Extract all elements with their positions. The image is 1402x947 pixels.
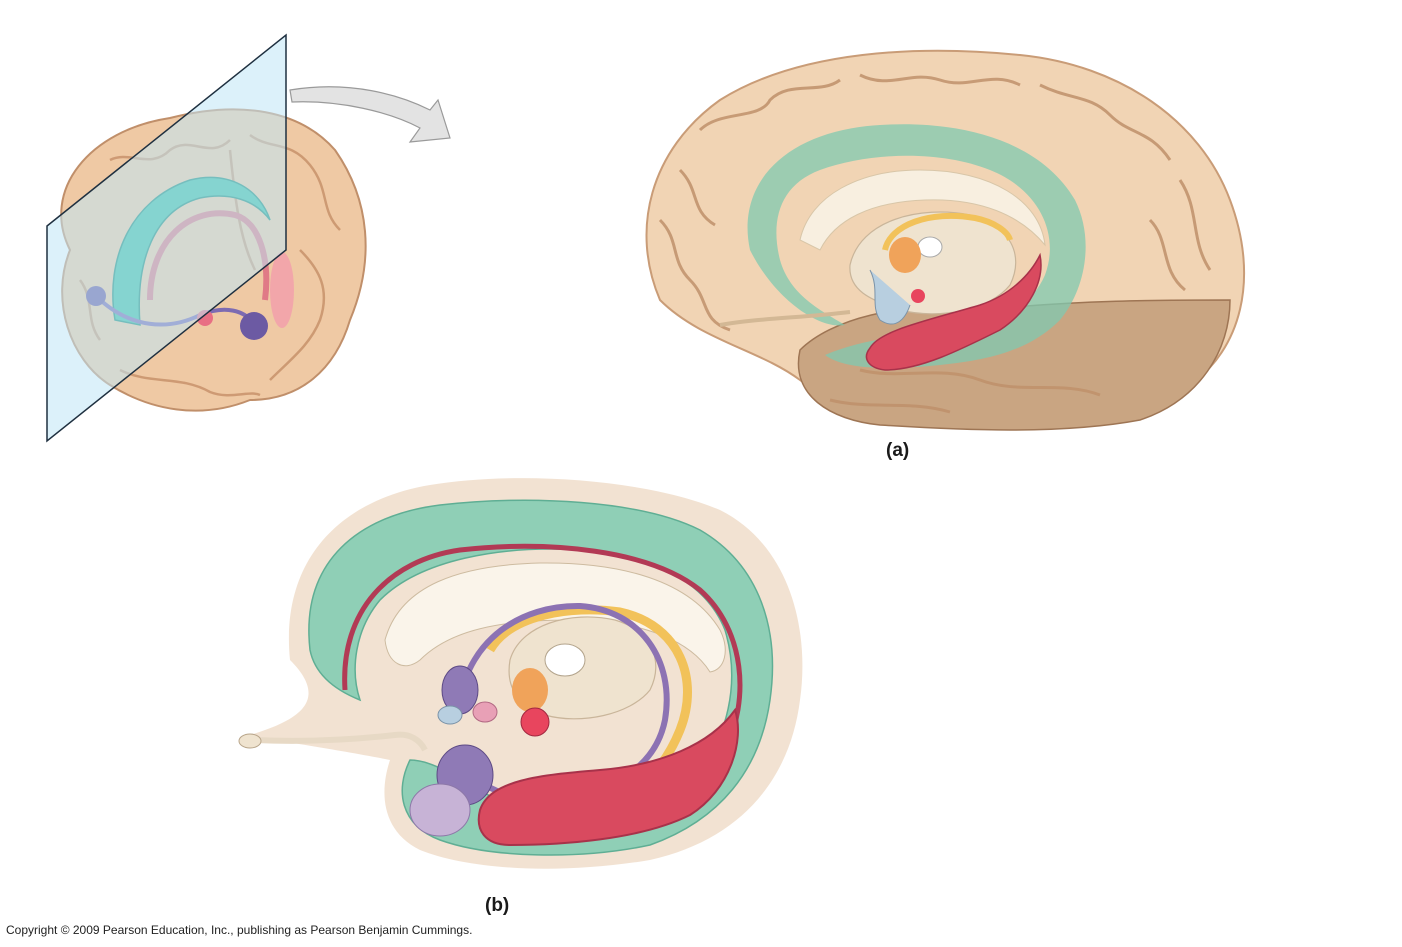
limbic-corpus-callosum: [384, 562, 726, 673]
limbic-hypothalamus: [472, 701, 498, 723]
copyright-notice: Copyright © 2009 Pearson Education, Inc.…: [6, 923, 473, 937]
limbic-olfactory-bulb: [238, 733, 262, 749]
sagittal-gyri: [658, 73, 1212, 414]
brain-3d-hippocampus: [270, 252, 294, 328]
limbic-hippocampus: [477, 707, 739, 847]
sagittal-interthalamic: [917, 236, 943, 258]
curved-arrow: [289, 86, 451, 143]
limbic-isolated-view: [238, 478, 803, 869]
limbic-parahippocampal: [409, 783, 471, 837]
limbic-interthalamic: [544, 643, 586, 677]
panel-b-label: (b): [485, 895, 510, 916]
limbic-anterior-commissure: [437, 705, 463, 725]
limbic-olfactory-tract: [254, 731, 428, 752]
sagittal-fornix: [882, 212, 1013, 251]
sagittal-corpus-callosum: [799, 169, 1046, 251]
brain-3d-amygdala: [240, 312, 268, 340]
limbic-anterior-nucleus: [512, 668, 548, 712]
sagittal-mammillary: [911, 289, 925, 303]
sagittal-hippocampus: [865, 252, 1042, 371]
panel-a-label: (a): [886, 440, 910, 461]
brain-sagittal-view: [645, 49, 1246, 431]
sagittal-olfactory-tract: [719, 310, 851, 327]
limbic-cingulum: [342, 543, 743, 752]
section-plane: [46, 33, 287, 443]
limbic-green-band: [308, 499, 774, 856]
limbic-mammillary-body: [520, 707, 550, 737]
sagittal-hypothalamus: [869, 269, 911, 325]
brain-3d-view: [46, 33, 367, 443]
sagittal-orange-nucleus: [889, 237, 921, 273]
